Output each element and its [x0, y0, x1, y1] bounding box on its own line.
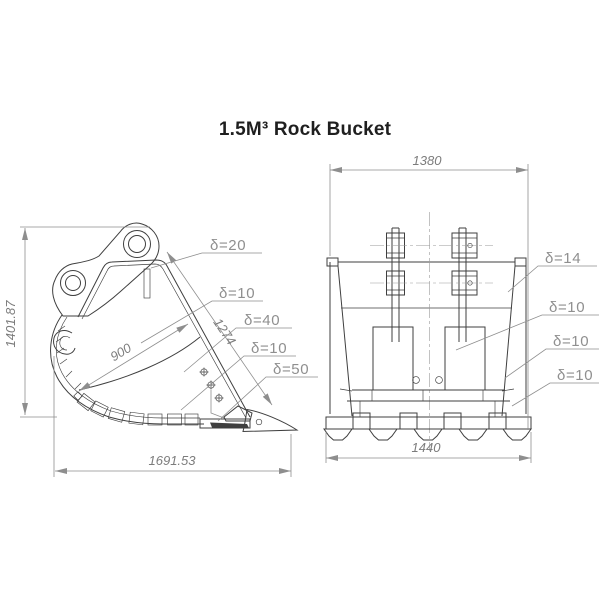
thickness-label: δ=10: [219, 285, 255, 302]
wear-blocks: [73, 391, 199, 426]
top-plate-inner-edge: [81, 263, 247, 419]
right-wall-cap: [514, 257, 527, 267]
shell-hatching: [55, 325, 82, 390]
lifting-tab: [143, 268, 151, 299]
label-leader: [180, 355, 296, 411]
wear-block: [128, 411, 145, 426]
label-leader: [183, 327, 292, 373]
dim-opening-value: 900: [108, 340, 135, 364]
position-markers: [199, 367, 225, 419]
thickness-label: δ=10: [553, 333, 589, 350]
thickness-labels-side: δ=20 δ=10 δ=40 δ=10 δ=50: [140, 237, 318, 422]
tooth-adapter: [223, 405, 253, 422]
drawing-title: 1.5M³ Rock Bucket: [218, 119, 392, 140]
label-leader: [140, 300, 263, 344]
tooth: [458, 428, 488, 441]
bracket-hole-inner: [65, 275, 81, 291]
thickness-label: δ=10: [251, 340, 287, 357]
target-marker-icon: [199, 367, 209, 377]
shell-inner: [55, 316, 200, 419]
right-wall-inner: [501, 265, 516, 417]
grease-hole: [467, 280, 473, 286]
label-leader: [511, 382, 599, 407]
thickness-label: δ=10: [557, 367, 593, 384]
label-leader: [504, 348, 599, 379]
dim-height-value: 1401.87: [3, 300, 18, 348]
dimension-line: [78, 323, 189, 392]
rib-plate: [372, 326, 414, 391]
lifting-hook-inner: [59, 335, 71, 351]
bracket-hole-inner: [128, 235, 146, 253]
front-view: 1380 1440 δ=14 δ=10 δ=10 δ=10: [323, 153, 599, 463]
wear-block: [184, 413, 199, 426]
tooth: [502, 428, 532, 441]
wear-block: [107, 407, 126, 423]
left-wall-inner: [337, 265, 353, 417]
tooth-shank: [488, 412, 507, 430]
lug-plates: [370, 227, 493, 342]
side-view: 1401.87 1691.53 1274 900 δ: [3, 222, 318, 477]
lip-shadow: [210, 422, 249, 428]
wear-block: [90, 400, 109, 418]
tooth-shanks: [352, 412, 507, 430]
floor-band-joint: [339, 388, 515, 417]
thickness-labels-front: δ=14 δ=10 δ=10 δ=10: [455, 250, 599, 407]
marker-leader: [210, 390, 225, 419]
tooth-point: [242, 408, 299, 433]
bracket-outline: [52, 222, 160, 317]
dim-bottom-width: 1440: [325, 432, 532, 463]
tooth-shank: [443, 412, 462, 430]
tooth: [368, 428, 398, 441]
dim-opening: 900: [78, 323, 189, 392]
floor-bands: [339, 388, 515, 417]
dim-top-width-value: 1380: [413, 153, 443, 168]
left-wall-cap: [326, 257, 339, 267]
dim-length: 1691.53: [53, 356, 292, 477]
tooth: [323, 428, 353, 441]
wear-block: [147, 413, 163, 426]
dim-bottom-width-value: 1440: [412, 440, 442, 455]
label-leader: [150, 252, 262, 269]
lug-plate: [391, 227, 400, 342]
thickness-label: δ=40: [244, 312, 280, 329]
drain-hole: [412, 376, 420, 384]
label-leader: [507, 265, 597, 293]
tooth-pin-hole: [255, 418, 263, 426]
dim-top-width: 1380: [329, 153, 529, 430]
lifting-hook: [53, 330, 76, 355]
cutting-edge-bar: [325, 416, 532, 430]
shell-outer: [50, 314, 204, 425]
thickness-label: δ=20: [210, 237, 246, 254]
target-marker-icon: [214, 393, 224, 403]
thickness-label: δ=10: [549, 299, 585, 316]
wear-block: [167, 413, 182, 426]
drain-hole: [435, 376, 443, 384]
mouth-curve: [78, 336, 201, 391]
boss-band-lines: [386, 237, 477, 291]
bracket-hole-outer: [60, 270, 86, 296]
tooth: [413, 428, 443, 441]
wear-block: [76, 392, 96, 412]
label-leader: [455, 314, 599, 351]
label-leader: [217, 376, 318, 422]
rib-plate: [444, 326, 486, 391]
dim-height: 1401.87: [3, 226, 150, 418]
lug-plate: [458, 227, 467, 342]
dimension-line: [166, 251, 273, 406]
thickness-label: δ=50: [273, 361, 309, 378]
teeth-row: [323, 428, 532, 441]
grease-hole: [467, 242, 473, 249]
tooth-shank: [399, 412, 418, 430]
tooth-shank: [352, 412, 371, 430]
dim-length-value: 1691.53: [149, 453, 197, 468]
dim-bottom-plate-value: 1274: [210, 315, 239, 347]
bracket-hole-outer: [123, 230, 151, 258]
thickness-label: δ=14: [545, 250, 581, 267]
